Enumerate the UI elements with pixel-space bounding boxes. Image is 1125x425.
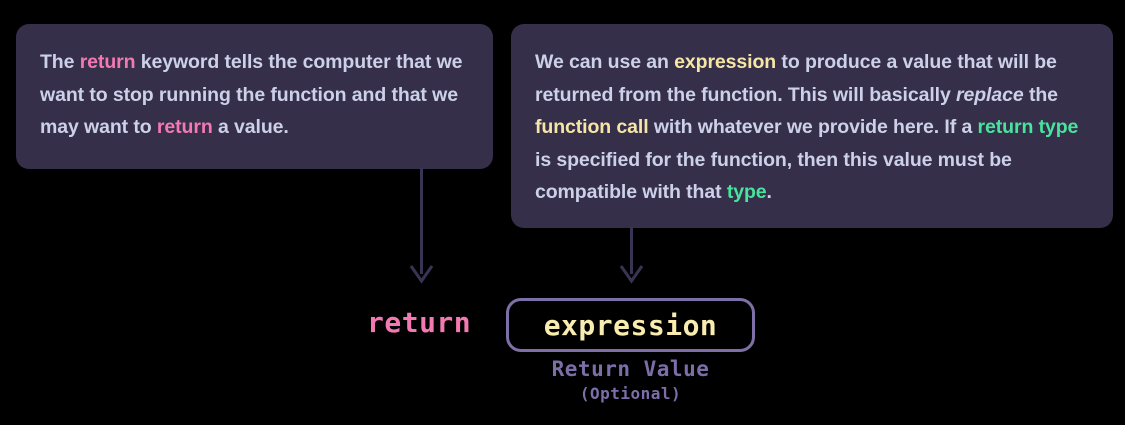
arrow-to-expression-box-icon bbox=[619, 227, 644, 284]
body-text-run: to produce a value that will be returned… bbox=[535, 51, 1057, 106]
highlight-token: return bbox=[79, 51, 136, 73]
highlight-token: type bbox=[726, 181, 767, 203]
code-token-return-keyword: return bbox=[367, 306, 472, 339]
callout-text-return-keyword: The return keyword tells the computer th… bbox=[40, 46, 467, 144]
body-text-run: . bbox=[766, 181, 772, 203]
highlight-token: return type bbox=[977, 116, 1079, 138]
body-text-run: with whatever we provide here. If a bbox=[648, 116, 978, 138]
body-text-run: a value. bbox=[212, 116, 289, 138]
body-text-run: The bbox=[40, 51, 80, 73]
code-token-expression-box: expression bbox=[506, 298, 755, 352]
body-text-run: is specified for the function, then this… bbox=[535, 148, 1012, 204]
callout-card-expression: We can use an expression to produce a va… bbox=[511, 24, 1113, 228]
highlight-token: expression bbox=[674, 51, 777, 73]
callout-card-return-keyword: The return keyword tells the computer th… bbox=[16, 24, 493, 169]
expression-caption-subtitle: (Optional) bbox=[579, 384, 682, 403]
arrow-to-return-keyword-icon bbox=[409, 168, 434, 284]
body-text-run: keyword tells the computer that we want … bbox=[40, 51, 463, 138]
highlight-token: replace bbox=[956, 83, 1024, 106]
expression-caption-title: Return Value bbox=[551, 357, 710, 381]
highlight-token: function call bbox=[535, 116, 649, 138]
code-token-expression-label: expression bbox=[543, 308, 718, 342]
callout-text-expression: We can use an expression to produce a va… bbox=[535, 46, 1087, 209]
highlight-token: return bbox=[156, 116, 213, 138]
body-text-run: We can use an bbox=[535, 51, 675, 73]
body-text-run: the bbox=[1023, 83, 1058, 106]
